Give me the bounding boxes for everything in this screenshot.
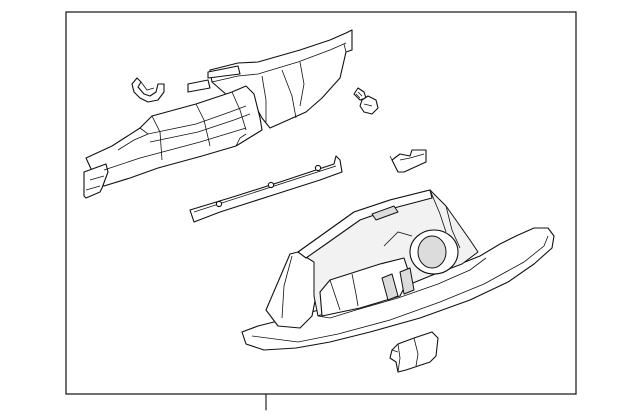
mounting-strip bbox=[189, 155, 343, 223]
damper-bracket bbox=[389, 331, 439, 373]
glove-box-compartment bbox=[241, 189, 555, 351]
wire-clip bbox=[131, 77, 165, 103]
latch-striker bbox=[389, 149, 427, 173]
retaining-screw bbox=[353, 87, 379, 115]
upper-trim-panel bbox=[83, 29, 353, 199]
